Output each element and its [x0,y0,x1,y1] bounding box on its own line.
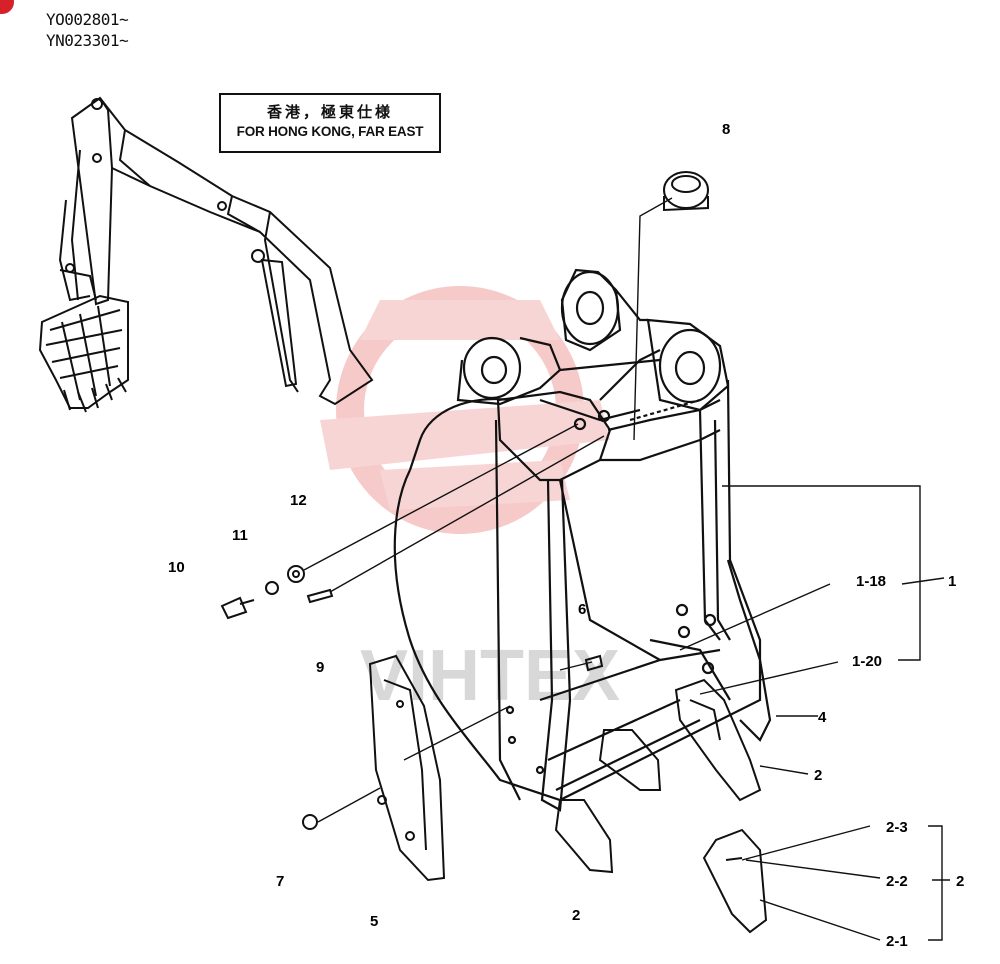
bucket-teeth [554,678,762,874]
callout-2-bottom: 2 [572,907,580,924]
serial-range-2: YN023301~ [46,31,129,50]
callout-8: 8 [722,121,730,138]
callout-2-2: 2-2 [886,873,908,890]
leader-lines [303,197,950,941]
callout-7: 7 [276,873,284,890]
callout-11: 11 [232,527,248,544]
spec-chinese: 香港，極東仕様 [266,103,393,121]
callout-10: 10 [168,559,185,576]
spec-english: FOR HONG KONG, FAR EAST [236,124,424,139]
callout-9: 9 [316,659,324,676]
excavator-arm-overview [38,96,374,413]
callout-2-3: 2-3 [886,819,908,836]
spec-box: 香港，極東仕様 FOR HONG KONG, FAR EAST [219,93,441,153]
watermark-text: VIHTEX [360,636,620,716]
callout-1: 1 [948,573,956,590]
watermark-logo [320,286,610,534]
callout-1-18: 1-18 [856,573,886,590]
callout-2-detail: 2 [956,873,964,890]
serial-range-1: YO002801~ [46,10,129,29]
callout-12: 12 [290,492,307,509]
callout-6: 6 [578,601,586,618]
callout-1-20: 1-20 [852,653,882,670]
callout-4: 4 [818,709,827,726]
callout-2-1: 2-1 [886,933,908,950]
callout-2-right: 2 [814,767,822,784]
tooth-detail [702,828,768,934]
bucket-body [393,268,772,812]
callout-5: 5 [370,913,378,930]
side-cutter [368,654,446,882]
